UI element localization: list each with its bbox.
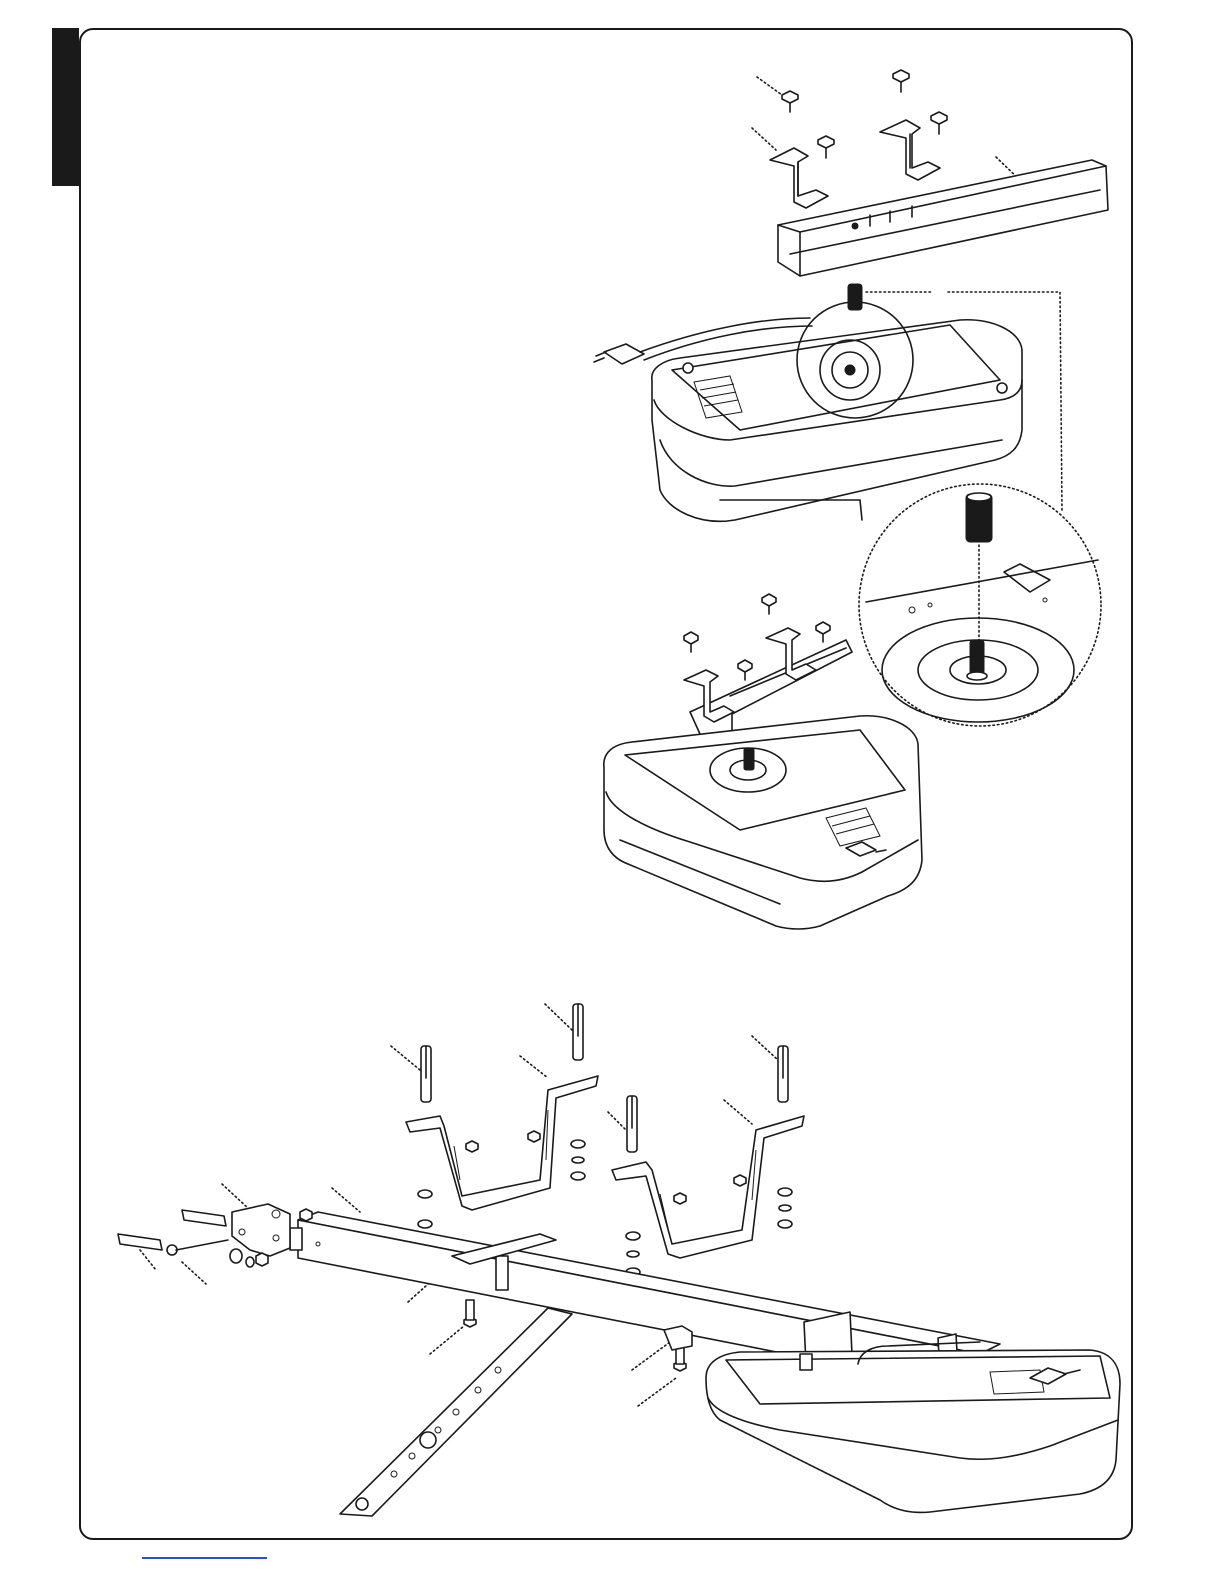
- screw-icon: [816, 622, 830, 642]
- bracket-icon: [880, 120, 940, 180]
- screw-icon: [738, 660, 752, 680]
- screw-icon: [782, 91, 798, 112]
- sprocket-detail-icon: [859, 484, 1101, 726]
- bracket-icon: [770, 148, 828, 208]
- rail-bracket-exploded-icon: [752, 70, 1108, 276]
- motor-rail-assembled-icon: [604, 594, 922, 929]
- motor-unit-icon: [706, 1342, 1120, 1513]
- door-bracket-icon: [118, 1204, 312, 1267]
- u-bracket-icon: [612, 1116, 804, 1258]
- rail-icon: [778, 160, 1108, 276]
- screw-icon: [684, 632, 698, 652]
- sprocket-icon: [848, 284, 862, 310]
- screw-icon: [762, 594, 776, 614]
- screw-icon: [818, 136, 834, 158]
- anchor-bolt-icon: [573, 1004, 583, 1060]
- anchor-bolt-icon: [627, 1096, 637, 1152]
- motor-unit-icon: [594, 284, 1062, 521]
- anchor-bolt-icon: [421, 1046, 431, 1102]
- hex-bolt-icon: [464, 1300, 476, 1327]
- anchor-bolt-icon: [778, 1046, 788, 1102]
- ceiling-mount-exploded-icon: [118, 1004, 1120, 1516]
- door-arm-icon: [340, 1308, 572, 1516]
- screw-icon: [893, 70, 909, 92]
- u-bracket-icon: [406, 1076, 598, 1210]
- screw-icon: [931, 112, 947, 134]
